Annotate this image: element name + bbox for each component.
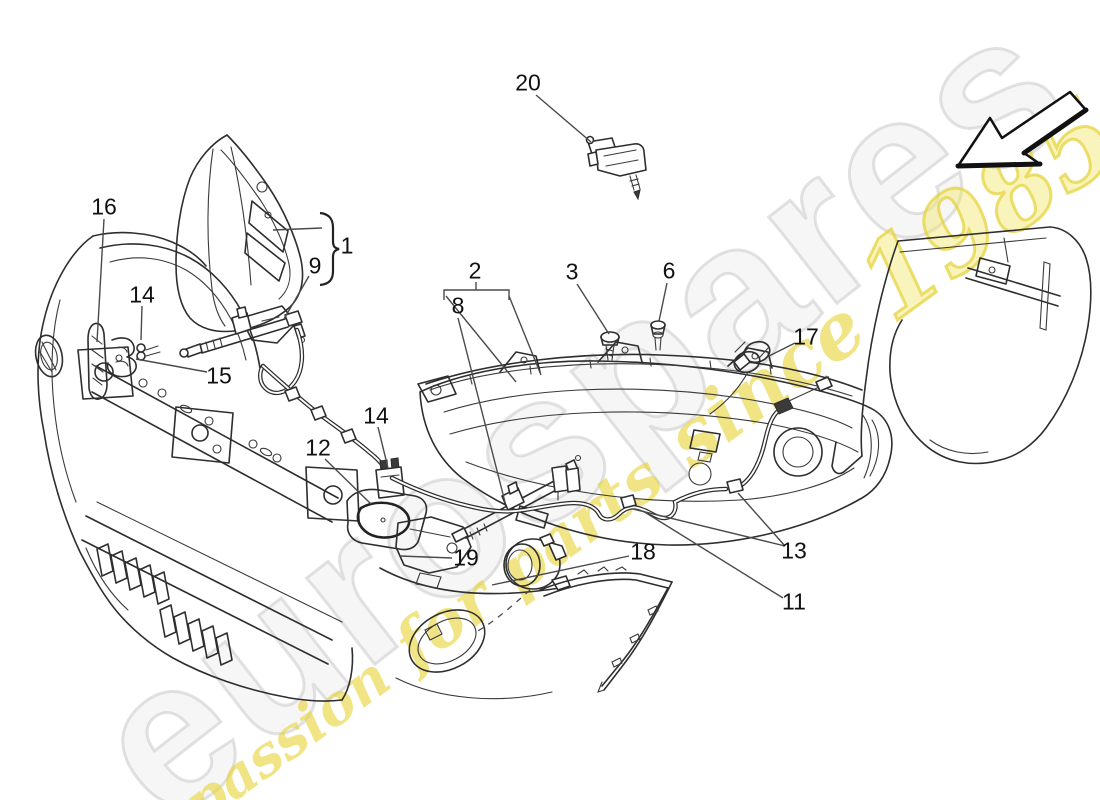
fender-illustration — [831, 226, 1092, 475]
callout-15: 15 — [206, 362, 232, 389]
washer-hose-run-illustration — [260, 363, 390, 474]
callout-18: 18 — [630, 538, 656, 565]
callout-19: 19 — [453, 544, 479, 571]
callout-16: 16 — [91, 193, 117, 220]
callout-14-left: 14 — [129, 281, 155, 308]
front-bumper-illustration — [34, 231, 561, 702]
callout-3: 3 — [565, 258, 579, 285]
callout-11: 11 — [782, 588, 806, 615]
direction-arrow-icon — [955, 90, 1089, 169]
callout-6: 6 — [662, 257, 676, 284]
callout-leader-lines — [96, 94, 796, 599]
clip-14-left-illustration — [136, 343, 161, 361]
screw-3-illustration — [600, 331, 620, 361]
callout-14-right: 14 — [363, 402, 389, 429]
support-bracket-19-illustration — [395, 516, 472, 589]
callout-1: 1 — [340, 232, 354, 259]
hook-bracket-15-illustration — [106, 337, 137, 378]
callout-2: 2 — [468, 257, 482, 284]
headlight-washer-9-illustration — [179, 306, 306, 396]
fog-lamp-18-illustration — [475, 533, 571, 633]
bulb-socket-17-illustration — [709, 340, 771, 415]
wiring-harness-illustration — [389, 376, 833, 522]
callout-17: 17 — [793, 323, 819, 350]
callout-8: 8 — [451, 292, 465, 319]
left-headlight-illustration — [175, 134, 304, 344]
callout-20: 20 — [515, 69, 541, 96]
clip-6-illustration — [650, 320, 666, 351]
washer-cover-12-illustration — [346, 488, 428, 551]
callout-13: 13 — [781, 537, 807, 564]
callout-9: 9 — [308, 252, 322, 279]
bumper-corner-trim-illustration — [539, 566, 673, 693]
sensor-bracket-20-illustration — [585, 135, 647, 201]
callout-12: 12 — [305, 434, 331, 461]
